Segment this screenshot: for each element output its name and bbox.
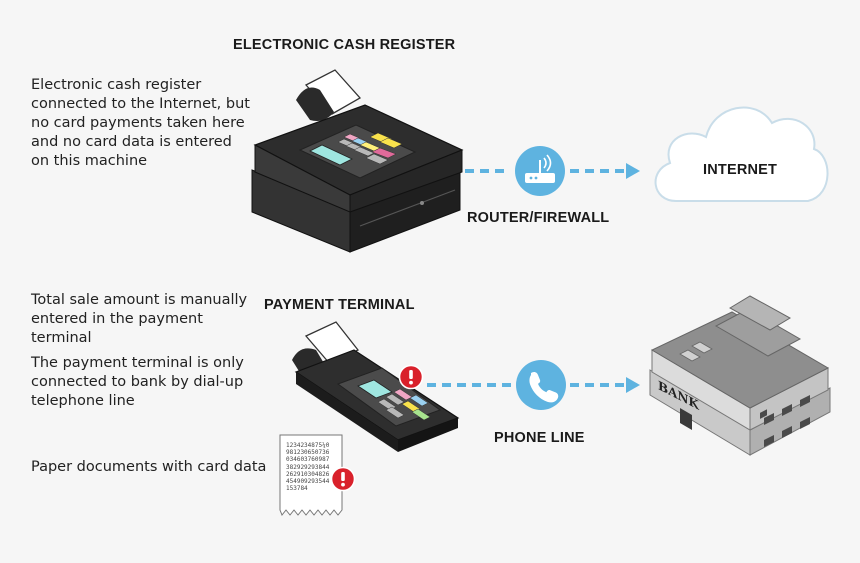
receipt-line: 034603760987 xyxy=(286,456,330,464)
receipt-lines: 1234234875¼0 981230650736 034603760987 3… xyxy=(286,442,340,492)
receipt-icon xyxy=(279,434,343,516)
bank-building-icon xyxy=(649,295,831,456)
warning-icon xyxy=(398,364,424,390)
cash-register-description: Electronic cash register connected to th… xyxy=(31,77,250,169)
router-label: ROUTER/FIREWALL xyxy=(467,210,610,226)
payment-terminal-title: PAYMENT TERMINAL xyxy=(264,297,415,313)
receipt-line: 382929293844 xyxy=(286,463,330,471)
receipt-line: 454909293544 xyxy=(286,478,330,486)
receipt-line: 1234234875¼0 xyxy=(286,442,330,449)
paper-description: Paper documents with card data xyxy=(31,459,267,475)
phone-icon xyxy=(516,360,566,410)
warning-icon xyxy=(330,466,356,492)
receipt-line: 153784 xyxy=(286,485,308,493)
receipt-line: 981230650736 xyxy=(286,449,330,457)
terminal-description-1: Total sale amount is manually entered in… xyxy=(31,292,248,346)
phone-line-label: PHONE LINE xyxy=(494,430,585,446)
internet-label: INTERNET xyxy=(703,162,778,178)
receipt-line: 262910304826 xyxy=(286,470,330,478)
router-icon xyxy=(515,146,565,196)
cash-register-title: ELECTRONIC CASH REGISTER xyxy=(233,37,456,53)
terminal-description-2: The payment terminal is only connected t… xyxy=(31,355,244,409)
cloud-icon xyxy=(654,106,829,202)
